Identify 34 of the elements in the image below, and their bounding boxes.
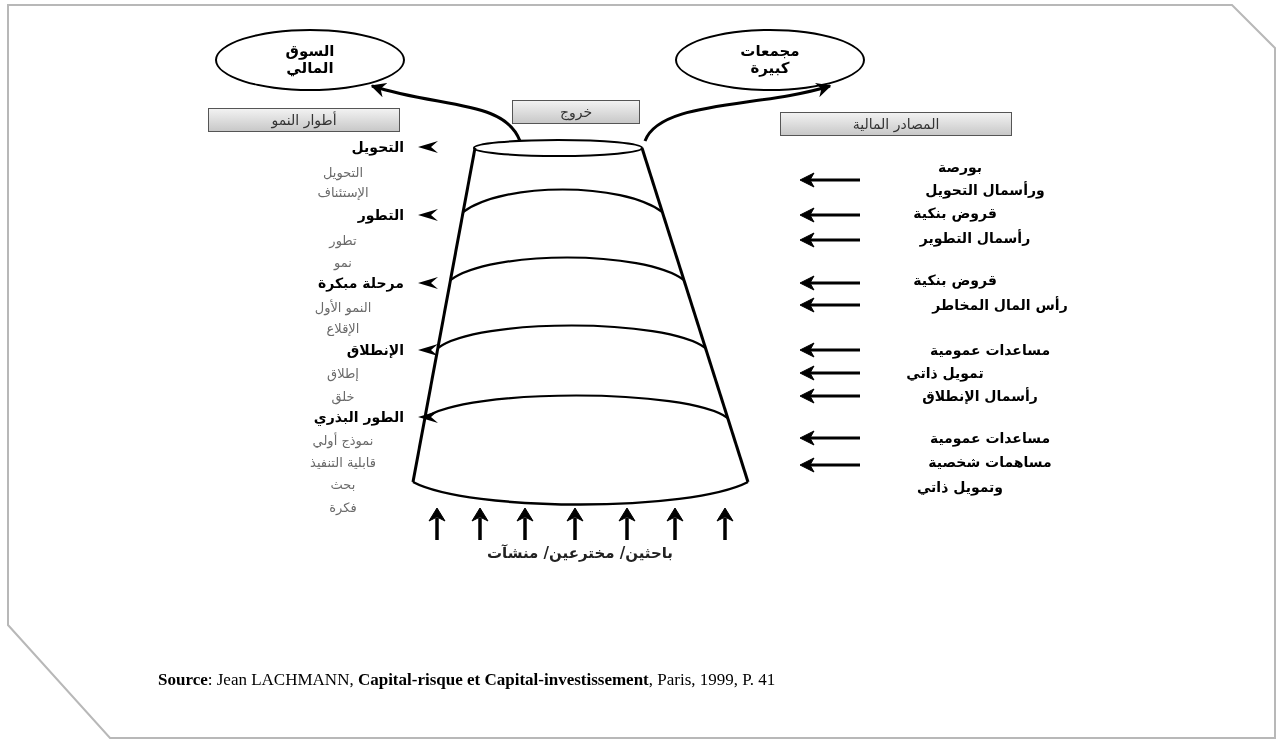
source-text: بورصة <box>937 159 983 175</box>
stage-text: بحث <box>330 476 356 492</box>
caption: Source: Jean LACHMANN, Capital-risque et Capital-investissement, Paris, 1999, P. 41 <box>158 669 777 691</box>
label-box: المصادر المالية <box>780 112 1012 136</box>
arrow <box>643 82 832 142</box>
source-text: رأسمال التطوير <box>919 230 1031 246</box>
label-box: أطوار النمو <box>208 108 400 132</box>
label-box: خروج <box>512 100 640 124</box>
stage-text: الإقلاع <box>326 320 360 336</box>
stage-text: النمو الأول <box>314 299 372 315</box>
source-text: قروض بنكية <box>913 272 997 288</box>
stage-text: الإستئناف <box>317 184 369 200</box>
source-text: تمويل ذاتي <box>906 365 984 381</box>
stage-text: نموذج أولي <box>312 432 374 448</box>
stage-heading: التحويل <box>351 139 404 155</box>
source-text: رأس المال المخاطر <box>932 297 1068 313</box>
source-text: وتمويل ذاتي <box>916 479 1004 495</box>
stage-text: التحويل <box>322 164 364 180</box>
source-text: قروض بنكية <box>913 205 997 221</box>
arrow <box>370 82 522 142</box>
ellipse-node: مجمعات كبيرة <box>675 29 865 91</box>
source-text: مساعدات عمومية <box>929 430 1051 446</box>
source-text: مساهمات شخصية <box>928 454 1052 470</box>
stage-text: إطلاق <box>327 365 359 381</box>
stage-text: قابلية التنفيذ <box>310 454 376 470</box>
source-text: ورأسمال التحويل <box>925 182 1045 198</box>
source-text: رأسمال الإنطلاق <box>922 388 1038 404</box>
stage-text: تطور <box>329 232 357 248</box>
source-text: مساعدات عمومية <box>929 342 1051 358</box>
stage-text: خلق <box>331 388 355 404</box>
stage-text: نمو <box>334 254 352 270</box>
input-text: باحثين/ مخترعين/ منشآت <box>487 544 673 562</box>
stage-text: فكرة <box>329 499 357 515</box>
ellipse-node: السوق المالي <box>215 29 405 91</box>
